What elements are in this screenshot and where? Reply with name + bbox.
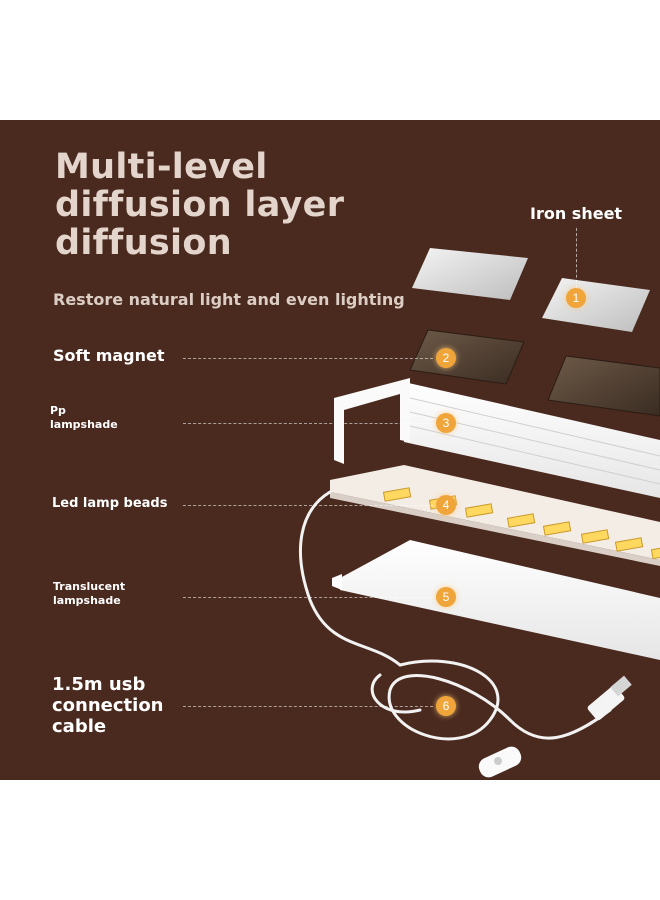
headline-line-2: diffusion layer [55, 185, 345, 225]
label-translucent-lampshade-line-1: Translucent [53, 580, 126, 593]
label-translucent-lampshade-line-2: lampshade [53, 594, 121, 607]
label-pp-lampshade: Pp lampshade [50, 404, 118, 432]
usb-plug [587, 685, 625, 721]
iron-sheet-right [542, 278, 650, 332]
headline: Multi-level diffusion layer diffusion [55, 148, 344, 262]
label-led-lamp-beads: Led lamp beads [52, 496, 168, 511]
label-usb-cable-line-1: 1.5m usb [52, 674, 146, 695]
marker-6: 6 [436, 696, 456, 716]
headline-line-3: diffusion [55, 223, 232, 263]
subtitle: Restore natural light and even lighting [53, 290, 405, 309]
label-iron-sheet: Iron sheet [530, 204, 623, 223]
soft-magnet-right [547, 355, 660, 417]
marker-4: 4 [436, 495, 456, 515]
marker-1: 1 [566, 288, 586, 308]
marker-5: 5 [436, 587, 456, 607]
guide-iron-sheet [576, 228, 577, 288]
label-pp-lampshade-line-2: lampshade [50, 418, 118, 431]
guide-soft-magnet [183, 358, 433, 359]
label-usb-cable-line-2: connection [52, 695, 164, 716]
soft-magnet-left [409, 329, 525, 385]
label-translucent-lampshade: Translucent lampshade [53, 580, 125, 608]
exploded-view-illustration [299, 248, 660, 778]
guide-led-lamp-beads [183, 505, 433, 506]
product-diagram-panel: Multi-level diffusion layer diffusion Re… [0, 120, 660, 780]
label-pp-lampshade-line-1: Pp [50, 404, 66, 417]
guide-pp-lampshade [183, 423, 433, 424]
led-strip-board [330, 465, 660, 560]
marker-3: 3 [436, 413, 456, 433]
label-usb-cable: 1.5m usb connection cable [52, 674, 164, 737]
pp-lampshade-wall [334, 378, 410, 464]
marker-2: 2 [436, 348, 456, 368]
translucent-lampshade-body [340, 540, 660, 660]
guide-usb-cable [183, 706, 433, 707]
guide-translucent-lampshade [183, 597, 433, 598]
label-soft-magnet: Soft magnet [53, 346, 165, 365]
label-usb-cable-line-3: cable [52, 716, 107, 737]
iron-sheet-left [412, 248, 528, 300]
headline-line-1: Multi-level [55, 147, 268, 187]
